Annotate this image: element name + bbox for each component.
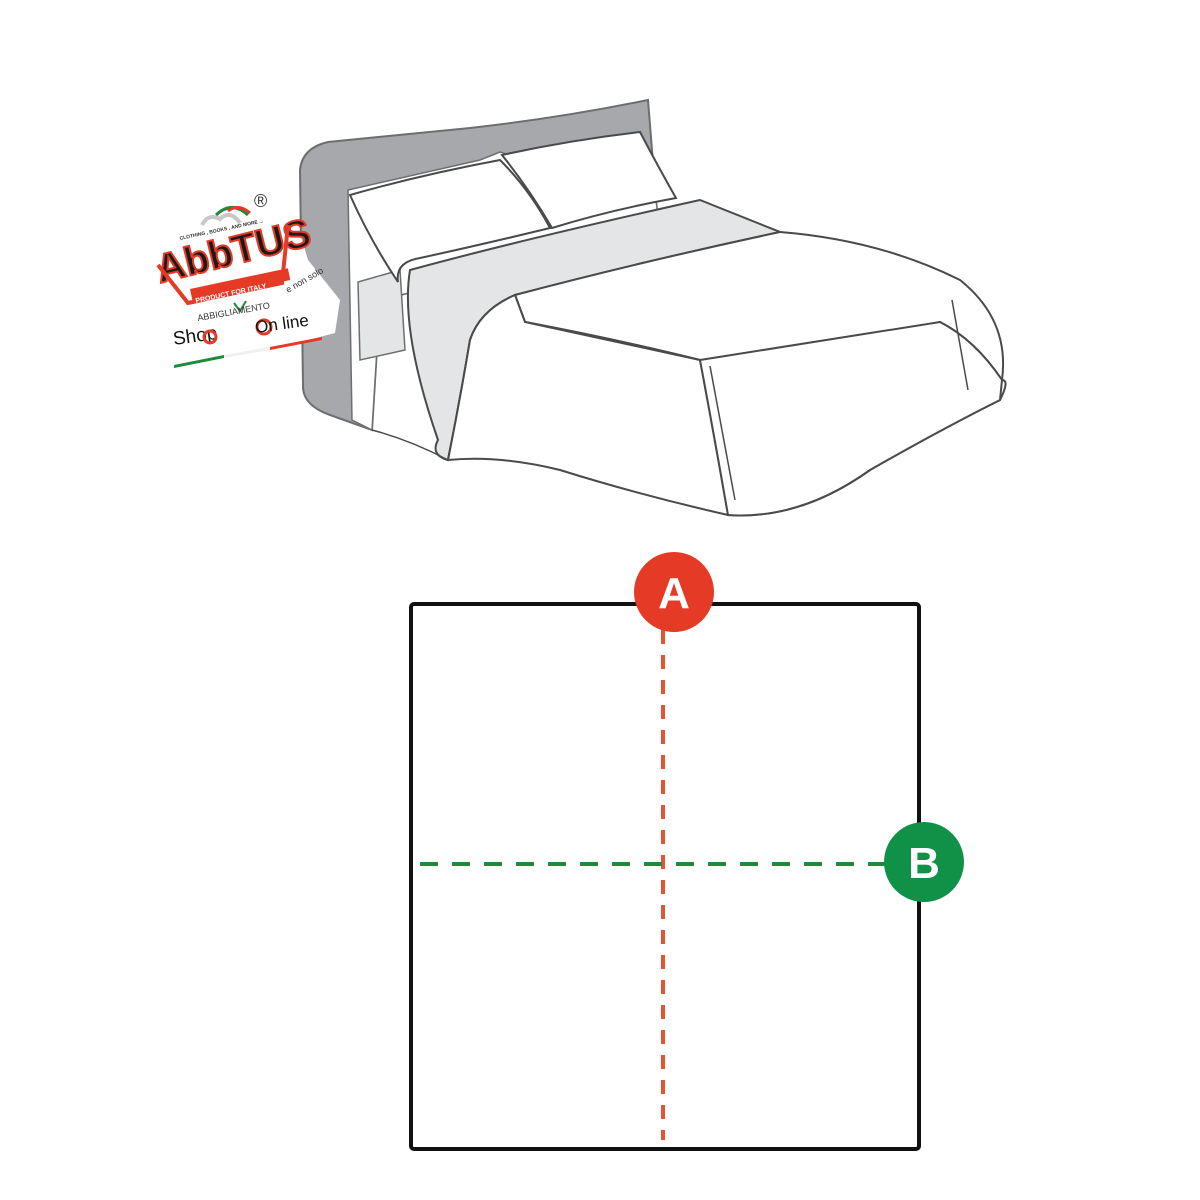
pillow-right <box>500 130 678 230</box>
brand-logo: CLOTHING , BOOKS , AND MORE ... AbbTUS ®… <box>151 191 340 368</box>
marker-a-circle <box>634 552 714 632</box>
logo-banner <box>190 268 291 301</box>
marker-b: B <box>884 822 964 902</box>
logo-tricolor-red <box>270 337 322 350</box>
crease-line <box>951 299 969 391</box>
pillow-left <box>348 158 552 283</box>
logo-tricolor-white <box>224 347 270 358</box>
logo-red-ring-icon <box>202 329 218 345</box>
logo-red-ring-icon <box>255 318 273 336</box>
logo-flag-chevron-icon <box>233 300 247 313</box>
duvet-side-panel <box>698 320 1004 517</box>
marker-a: A <box>634 552 714 632</box>
logo-arc-icon <box>227 206 251 215</box>
dimension-diagram: A B <box>409 552 964 1151</box>
bed-illustration <box>298 98 1007 517</box>
logo-tricolor-green <box>174 355 224 368</box>
crease-line <box>709 365 736 501</box>
marker-a-label: A <box>658 569 690 618</box>
duvet-front-panel <box>446 293 730 517</box>
side-block <box>357 269 406 361</box>
bed-base <box>371 429 449 461</box>
logo-cart-outline <box>156 224 290 306</box>
marker-b-circle <box>884 822 964 902</box>
marker-b-label: B <box>908 839 940 888</box>
logo-registered-mark: ® <box>254 191 267 211</box>
logo-heart-icon <box>200 212 242 226</box>
